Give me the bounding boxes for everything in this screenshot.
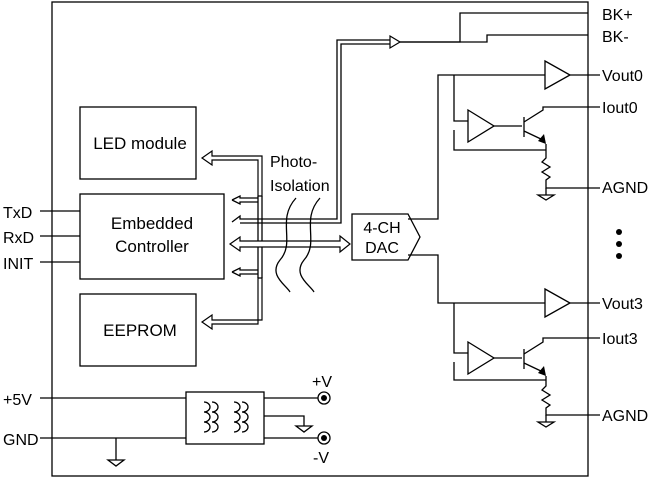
bk-minus-line	[400, 34, 588, 43]
vout0-buffer	[544, 59, 572, 91]
agnd0-label: AGND	[602, 180, 648, 197]
iout3-label: Iout3	[602, 331, 638, 348]
iout3-resistor	[540, 376, 600, 416]
init-label: INIT	[3, 256, 33, 273]
photo-isolation-label-line2: Isolation	[270, 178, 330, 195]
vout3-label: Vout3	[602, 296, 643, 313]
dc-dc-converter	[185, 391, 265, 445]
led-module-block: LED module	[79, 106, 197, 180]
bk-minus-label: BK-	[602, 29, 629, 46]
plus-v-label: +V	[312, 374, 332, 391]
iout0-amplifier	[467, 108, 496, 144]
gnd-label: GND	[3, 432, 39, 449]
gnd-ground-icon	[106, 438, 126, 467]
iout0-resistor	[540, 144, 600, 189]
dac-label-line2: DAC	[365, 240, 399, 257]
controller-bus-top	[231, 194, 258, 206]
bk-line-lower	[231, 39, 390, 223]
dac-ch0-line	[408, 74, 545, 220]
photo-isolation-barrier	[275, 197, 321, 293]
iout3-transistor	[523, 337, 600, 373]
controller-bus-bottom	[231, 266, 258, 278]
embedded-controller-block: Embedded Controller	[79, 193, 225, 280]
eeprom-label: EEPROM	[103, 321, 177, 340]
bk-buffer	[389, 34, 402, 50]
bk-line-upper	[240, 43, 390, 224]
rxd-label: RxD	[3, 230, 34, 247]
iout3-amplifier	[467, 340, 496, 376]
controller-to-dac-arrow	[228, 234, 351, 254]
dac-block: 4-CH DAC	[351, 213, 421, 261]
ellipsis-dot	[616, 229, 622, 235]
secondary-coil-icon	[233, 401, 241, 433]
vout0-label: Vout0	[602, 68, 643, 85]
vout3-buffer	[544, 287, 572, 319]
primary-coil-icon	[203, 401, 211, 433]
left-signal-lines	[40, 210, 186, 439]
txd-label: TxD	[3, 205, 32, 222]
iso-ground-icon	[264, 415, 314, 433]
plus5v-label: +5V	[3, 392, 32, 409]
embedded-controller-label-line1: Embedded	[111, 214, 193, 233]
agnd3-label: AGND	[602, 408, 648, 425]
led-module-label: LED module	[93, 134, 187, 153]
dac-ch3-line	[408, 254, 545, 304]
iout0-transistor	[523, 106, 600, 141]
photo-isolation-label-line1: Photo-	[270, 154, 317, 171]
eeprom-block: EEPROM	[79, 293, 197, 367]
bk-plus-label: BK+	[602, 7, 633, 24]
eeprom-bus-arrow	[200, 277, 263, 331]
embedded-controller-label-line2: Controller	[115, 237, 189, 256]
dac-label-line1: 4-CH	[363, 220, 400, 237]
minus-v-label: -V	[313, 450, 329, 467]
ellipsis-dot	[616, 253, 622, 259]
ellipsis-dot	[616, 241, 622, 247]
led-bus-arrow	[200, 149, 263, 197]
iout0-label: Iout0	[602, 100, 638, 117]
